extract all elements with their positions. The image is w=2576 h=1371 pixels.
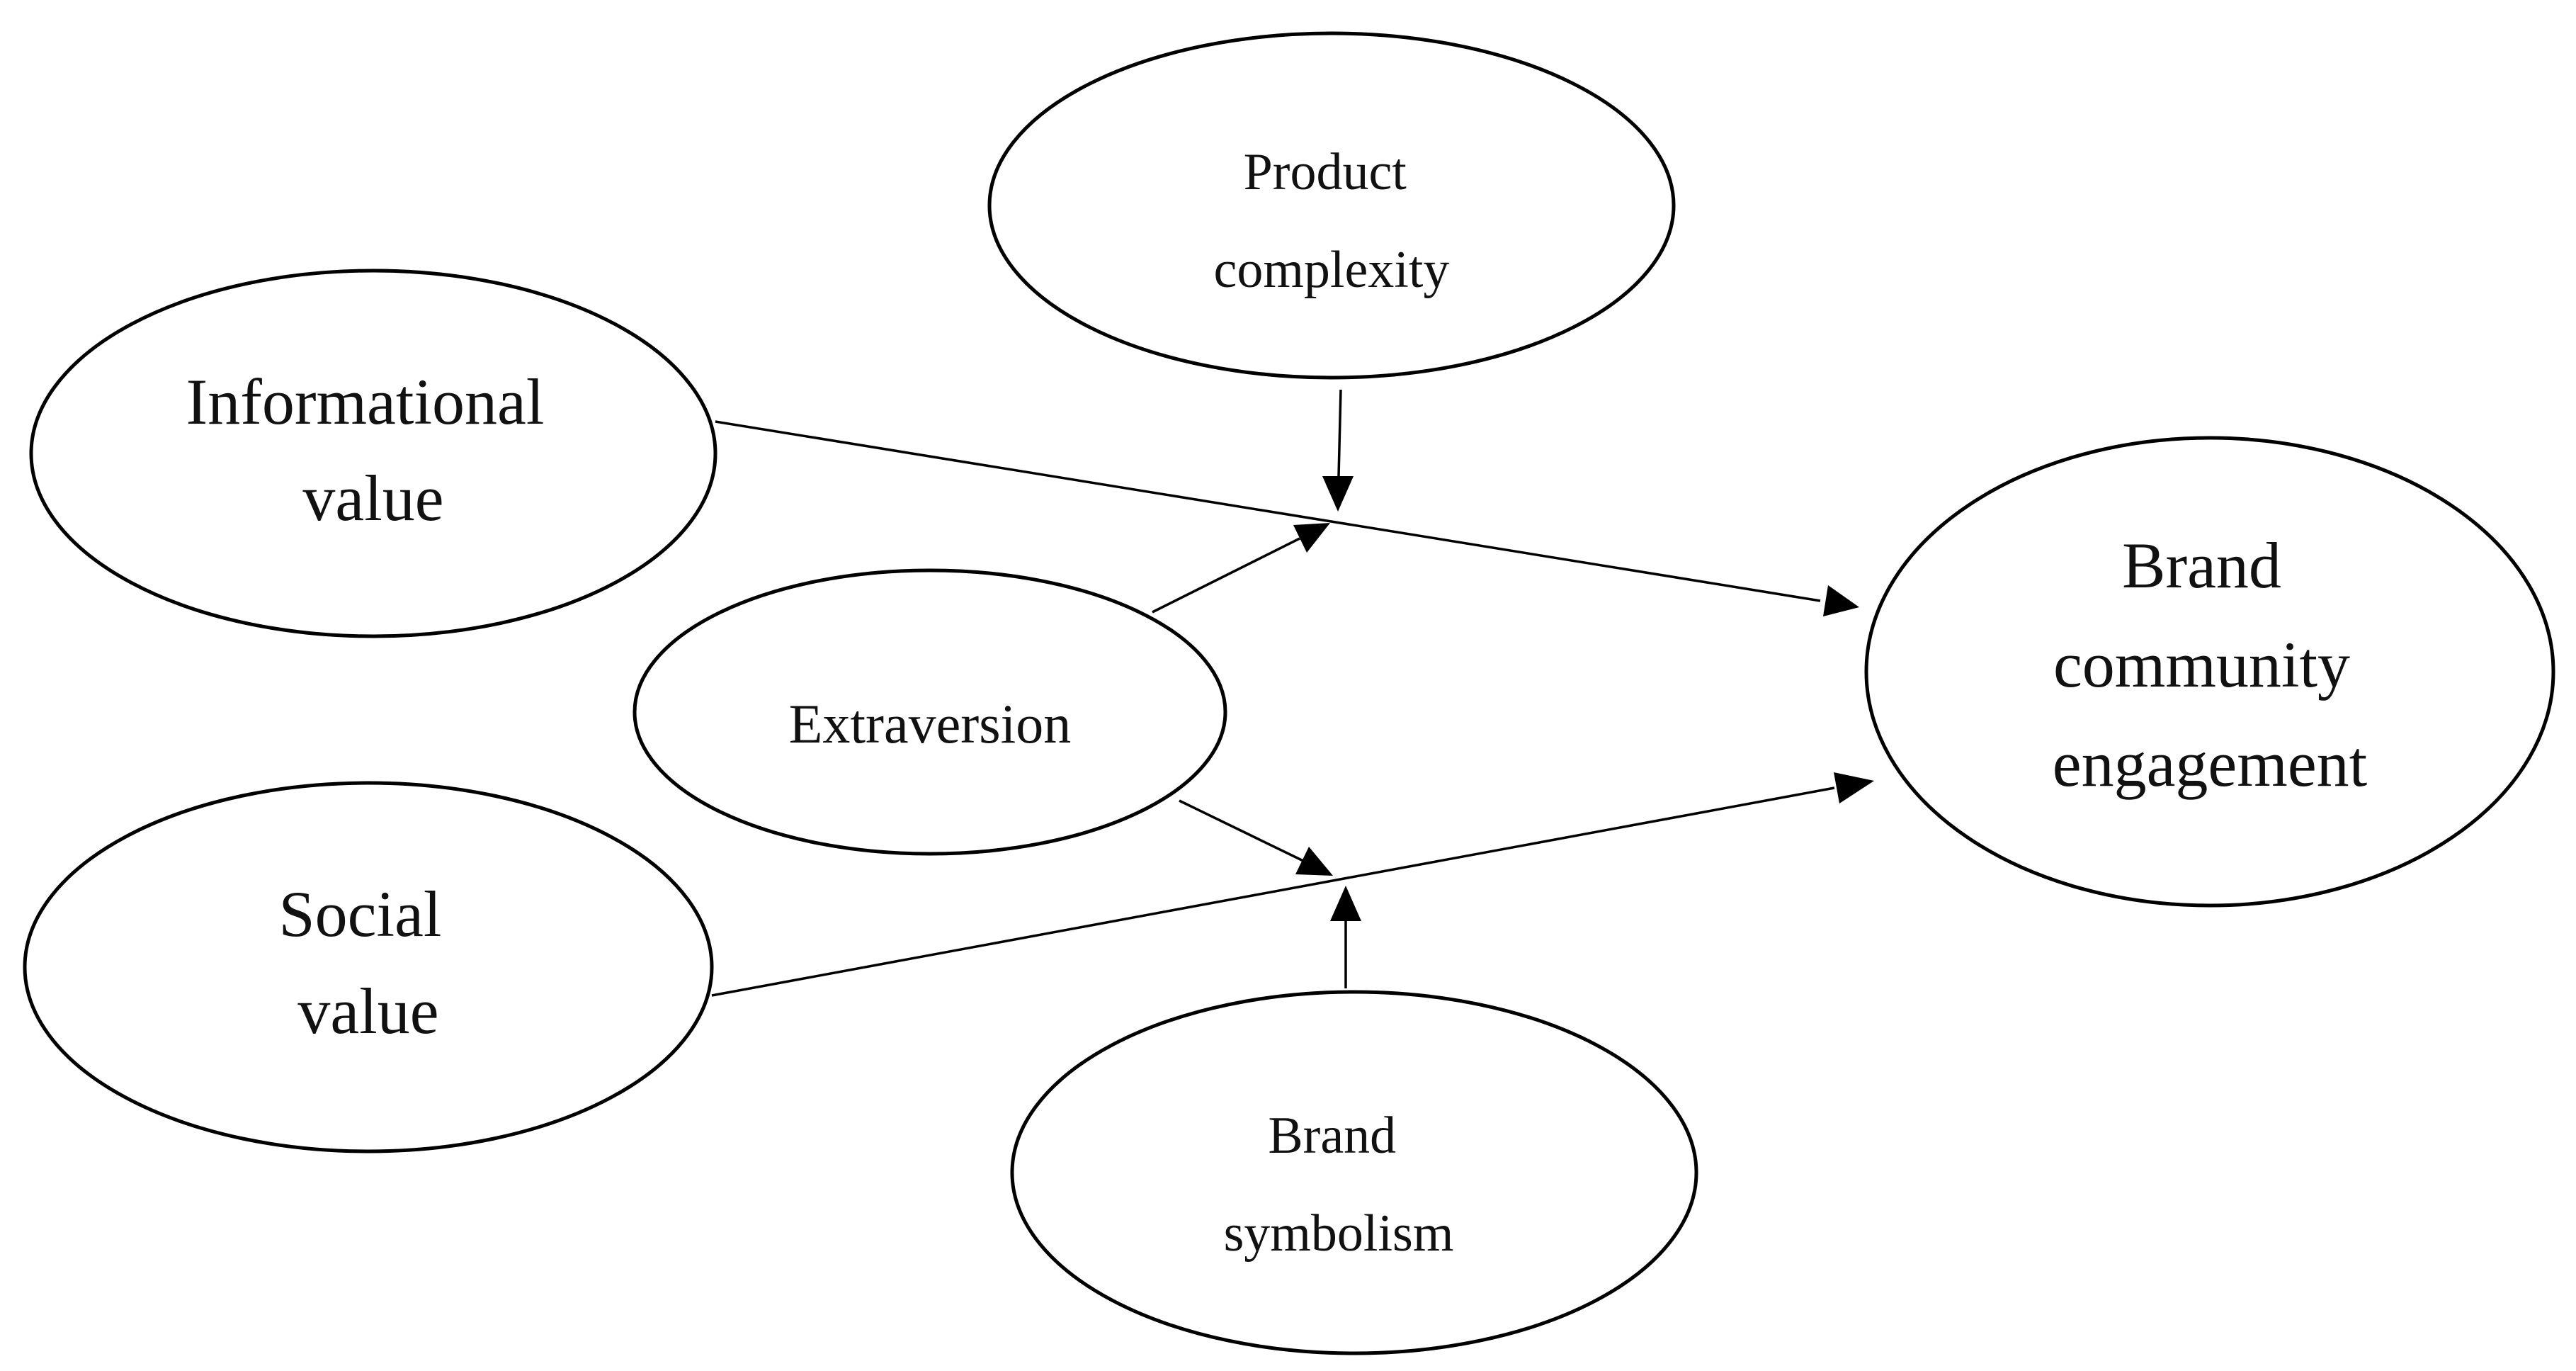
- node-product-complexity: Product complexity: [987, 31, 1676, 380]
- edge-extraversion-to-upper-path: [1152, 537, 1300, 614]
- edge-productcomplexity-to-upper-path: [1337, 389, 1342, 477]
- arrowhead-extraversion-to-lower-path: [1295, 847, 1333, 876]
- arrowhead-extraversion-to-upper-path: [1293, 523, 1330, 553]
- edges: [711, 389, 1874, 997]
- node-social-value: Social value: [23, 781, 714, 1153]
- arrowhead-social-to-engagement: [1834, 772, 1874, 803]
- node-extraversion-shape: [632, 568, 1227, 856]
- node-extraversion: Extraversion: [632, 568, 1227, 856]
- node-informational-value-shape: [29, 269, 717, 638]
- node-informational-value: Informational value: [29, 269, 717, 638]
- node-brand-community-engagement-label: Brand community engagement: [2053, 529, 2368, 800]
- node-brand-community-engagement-shape: [1864, 436, 2555, 908]
- edge-social-to-engagement: [711, 786, 1835, 997]
- arrowhead-informational-to-engagement: [1823, 585, 1859, 616]
- edge-extraversion-to-lower-path: [1179, 799, 1304, 862]
- node-brand-community-engagement: Brand community engagement: [1864, 436, 2555, 908]
- node-social-value-shape: [23, 781, 714, 1153]
- node-informational-value-label: Informational value: [186, 366, 561, 534]
- edge-informational-to-engagement: [715, 420, 1821, 602]
- node-product-complexity-label: Product complexity: [1214, 143, 1450, 299]
- node-brand-symbolism-shape: [1010, 990, 1698, 1355]
- node-extraversion-label: Extraversion: [789, 693, 1072, 755]
- arrowhead-productcomplexity-to-upper-path: [1322, 476, 1354, 512]
- arrowhead-brandsymbolism-to-lower-path: [1330, 886, 1361, 921]
- node-social-value-label: Social value: [279, 878, 458, 1047]
- node-product-complexity-shape: [987, 31, 1676, 380]
- node-brand-symbolism: Brand symbolism: [1010, 990, 1698, 1355]
- node-brand-symbolism-label: Brand symbolism: [1224, 1107, 1454, 1263]
